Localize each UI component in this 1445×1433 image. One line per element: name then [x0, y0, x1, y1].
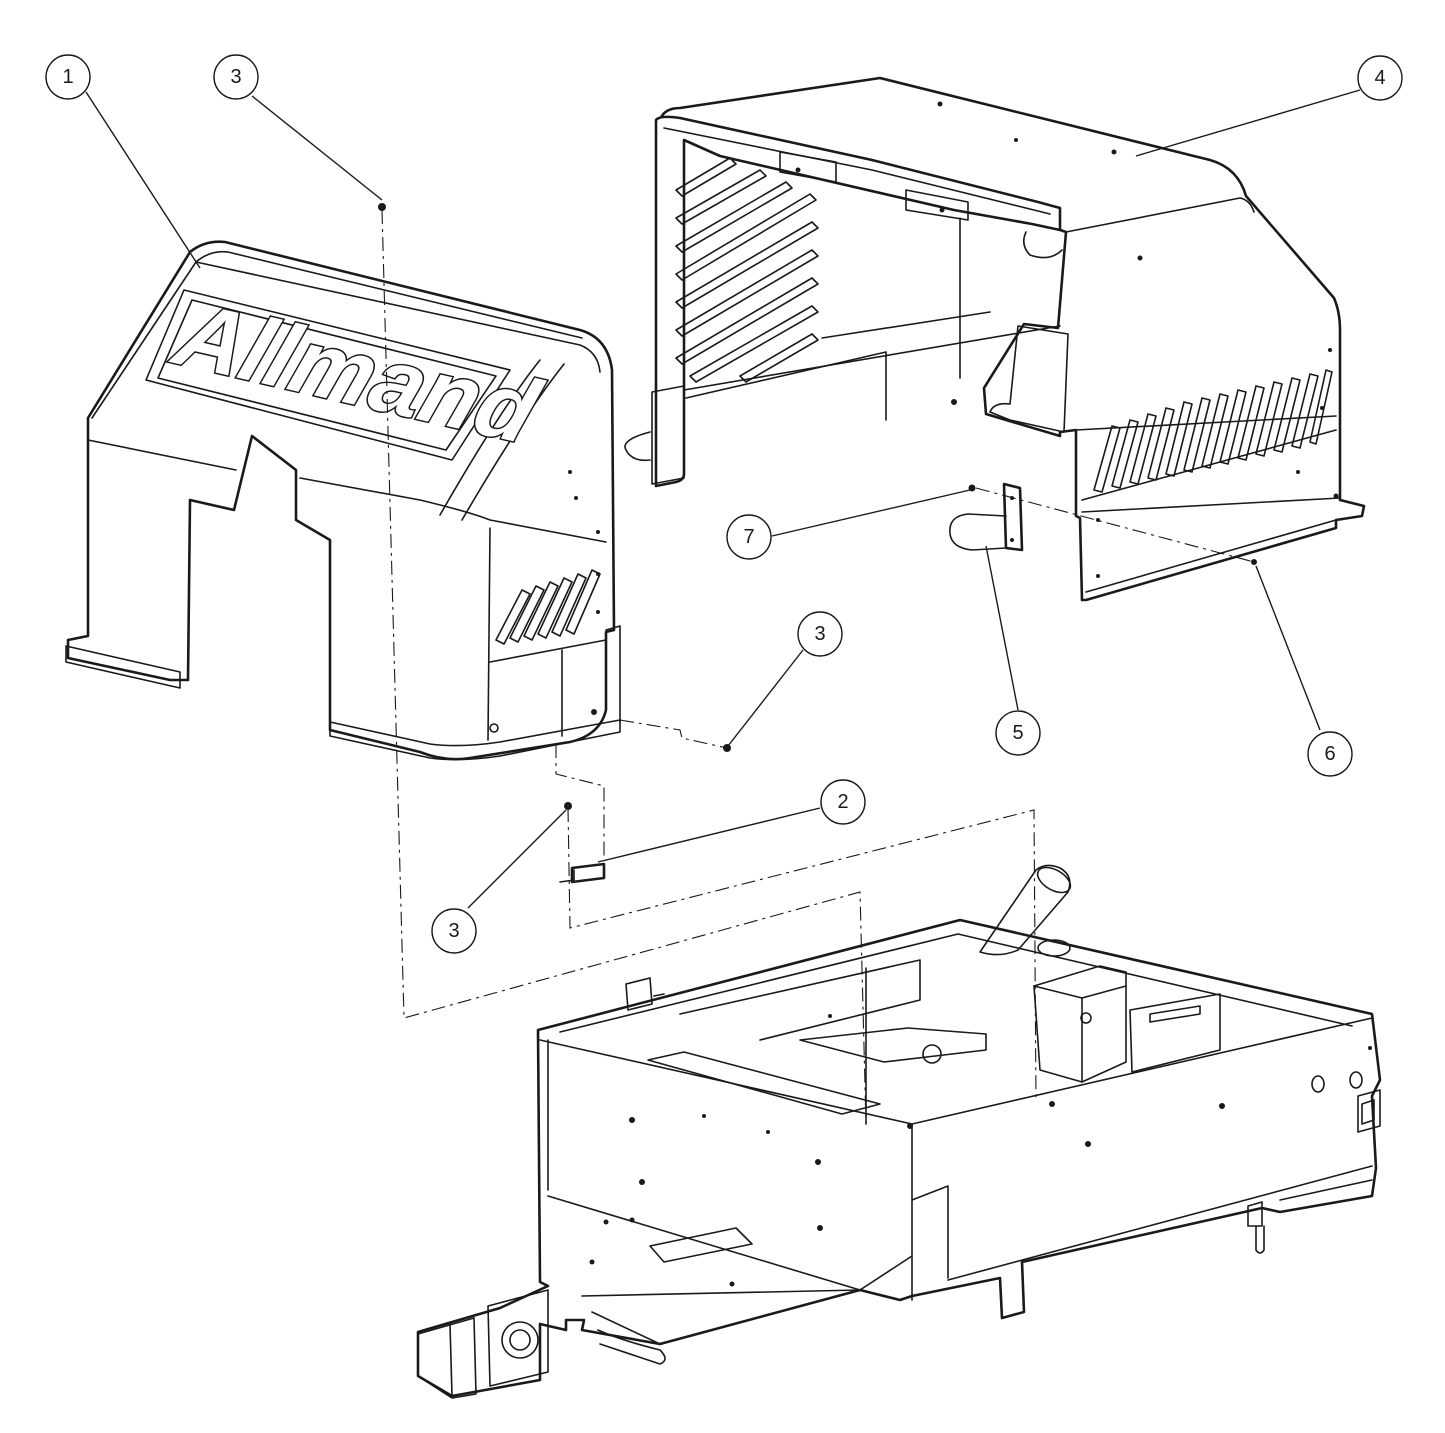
- callout-1: 1: [45, 54, 91, 100]
- callout-3-mid: 3: [797, 611, 843, 657]
- callout-6: 6: [1307, 731, 1353, 777]
- svg-text:3: 3: [814, 623, 825, 645]
- svg-text:3: 3: [448, 920, 459, 942]
- svg-text:2: 2: [837, 791, 848, 813]
- callout-2: 2: [820, 779, 866, 825]
- front-cover-part-1: Allmand: [65, 240, 621, 761]
- svg-text:7: 7: [743, 526, 754, 548]
- base-frame: [416, 864, 1382, 1399]
- callout-5: 5: [995, 710, 1041, 756]
- assembly-lines: [381, 209, 1255, 1125]
- svg-text:6: 6: [1324, 743, 1335, 765]
- fastener-7: [968, 484, 976, 492]
- svg-text:4: 4: [1374, 67, 1385, 89]
- bracket-part-5: [949, 482, 1024, 552]
- rear-cover-rear-vents: [1093, 369, 1333, 493]
- svg-text:5: 5: [1012, 722, 1023, 744]
- rear-cover-side-vents: [675, 157, 819, 383]
- small-bracket-part-2: [559, 862, 606, 884]
- svg-text:3: 3: [230, 66, 241, 88]
- callout-4: 4: [1357, 55, 1403, 101]
- rear-cover-part-4: [624, 76, 1366, 602]
- fastener-6: [1251, 559, 1257, 565]
- svg-text:1: 1: [62, 66, 73, 88]
- callout-3-top: 3: [213, 54, 259, 100]
- leader-lines: [85, 89, 1361, 909]
- callout-7: 7: [726, 514, 772, 560]
- fastener-3-low: [564, 802, 572, 810]
- fastener-3-top: [378, 203, 386, 211]
- callout-3-low: 3: [431, 908, 477, 954]
